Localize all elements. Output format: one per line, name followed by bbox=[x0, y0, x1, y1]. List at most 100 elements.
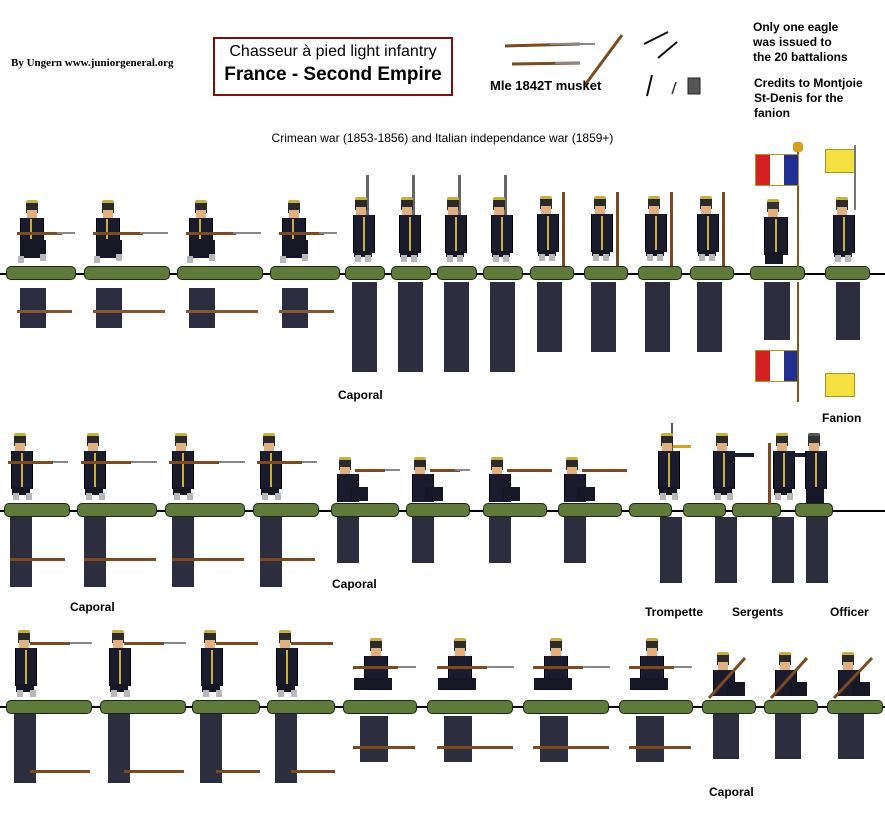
fanion-flag bbox=[825, 149, 855, 173]
figure-base bbox=[192, 700, 260, 714]
soldier-charging bbox=[528, 638, 610, 700]
figure-reflection bbox=[489, 517, 511, 563]
musket-icon bbox=[707, 656, 747, 700]
officer bbox=[800, 433, 835, 505]
fanion-bearer bbox=[825, 145, 870, 267]
sergent bbox=[710, 433, 755, 505]
figure-base bbox=[437, 266, 477, 280]
musket-icon bbox=[504, 31, 701, 97]
figure-reflection bbox=[836, 282, 860, 340]
soldier-advancing bbox=[181, 200, 261, 266]
figure-reflection bbox=[200, 713, 222, 783]
label-trompette: Trompette bbox=[645, 605, 704, 619]
musket-reflection bbox=[84, 558, 156, 561]
figure-reflection bbox=[108, 713, 130, 783]
figure-reflection bbox=[88, 280, 165, 346]
soldier-standing-ready bbox=[8, 433, 68, 505]
credits-note-line: fanion bbox=[754, 106, 790, 120]
soldier-standing-ready bbox=[81, 433, 157, 505]
credits-note-line: Credits to Montjoie bbox=[754, 76, 863, 90]
figure-base bbox=[584, 266, 628, 280]
soldier-kneeling-aim bbox=[487, 457, 552, 505]
figure-reflection bbox=[713, 713, 739, 759]
title-line-1: Chasseur à pied light infantry bbox=[229, 43, 437, 60]
figure-base bbox=[732, 503, 781, 517]
soldier-charging bbox=[348, 638, 416, 700]
figure-reflection bbox=[660, 517, 682, 583]
soldier-shoulder-arms bbox=[396, 175, 426, 267]
eagle-bearer bbox=[755, 142, 810, 268]
credits-note: Credits to Montjoie St-Denis for the fan… bbox=[754, 76, 863, 121]
figure-base bbox=[253, 503, 319, 517]
tricolour-flag bbox=[755, 154, 799, 186]
musket-reflection bbox=[437, 746, 513, 749]
soldier-kneeling-load bbox=[830, 652, 882, 702]
figure-reflection bbox=[260, 517, 282, 587]
figure-reflection bbox=[444, 282, 469, 372]
figure-base bbox=[827, 700, 883, 714]
musket-reflection bbox=[124, 770, 184, 773]
figure-reflection bbox=[360, 716, 388, 762]
figure-reflection bbox=[775, 713, 801, 759]
trumpet-icon bbox=[673, 445, 691, 448]
figure-base bbox=[483, 266, 523, 280]
soldier-standing-aim bbox=[273, 630, 335, 702]
soldier-advancing bbox=[88, 200, 168, 266]
figure-reflection bbox=[274, 280, 334, 346]
figure-base bbox=[345, 266, 385, 280]
soldier-kneeling-load bbox=[767, 652, 817, 702]
soldier-shoulder-arms bbox=[488, 175, 518, 267]
musket-reflection bbox=[533, 746, 609, 749]
soldier-standing-ready bbox=[169, 433, 245, 505]
figure-reflection bbox=[564, 517, 586, 563]
figure-base bbox=[702, 700, 756, 714]
figure-base bbox=[177, 266, 263, 280]
sergent bbox=[764, 433, 824, 505]
figure-base bbox=[690, 266, 734, 280]
musket-reflection bbox=[172, 558, 244, 561]
figure-base bbox=[391, 266, 431, 280]
figure-base bbox=[267, 700, 335, 714]
figure-base bbox=[6, 266, 76, 280]
eagle-note-line: was issued to bbox=[753, 35, 832, 49]
figure-reflection bbox=[10, 517, 32, 587]
figure-base bbox=[165, 503, 245, 517]
musket-reflection bbox=[629, 746, 691, 749]
figure-base bbox=[530, 266, 574, 280]
trumpeter bbox=[655, 423, 695, 505]
soldier-kneeling-aim bbox=[410, 457, 470, 505]
musket-reflection bbox=[260, 558, 315, 561]
title-box: Chasseur à pied light infantry France - … bbox=[213, 37, 453, 96]
figure-base bbox=[619, 700, 693, 714]
figure-base bbox=[523, 700, 609, 714]
figure-base bbox=[750, 266, 805, 280]
figure-reflection bbox=[645, 282, 670, 352]
figure-base bbox=[795, 503, 833, 517]
eagle-note-line: the 20 battalions bbox=[753, 50, 848, 64]
label-sergents: Sergents bbox=[732, 605, 784, 619]
figure-base bbox=[825, 266, 870, 280]
soldier-order-arms bbox=[642, 192, 682, 267]
figure-base bbox=[427, 700, 513, 714]
flagpole-reflection bbox=[797, 282, 799, 402]
soldier-order-arms bbox=[694, 192, 734, 267]
figure-reflection bbox=[697, 282, 722, 352]
title-line-2: France - Second Empire bbox=[224, 64, 442, 85]
label-caporal: Caporal bbox=[338, 388, 383, 402]
soldier-shoulder-arms bbox=[350, 175, 380, 267]
figure-reflection bbox=[715, 517, 737, 583]
figure-reflection bbox=[84, 517, 106, 587]
figure-reflection bbox=[181, 280, 258, 346]
figure-reflection bbox=[12, 280, 72, 346]
soldier-order-arms bbox=[588, 192, 628, 267]
figure-reflection bbox=[838, 713, 864, 759]
figure-reflection bbox=[772, 517, 794, 583]
label-caporal: Caporal bbox=[70, 600, 115, 614]
label-caporal: Caporal bbox=[709, 785, 754, 799]
label-officer: Officer bbox=[830, 605, 869, 619]
soldier-kneeling-load bbox=[705, 652, 755, 702]
musket-reflection bbox=[30, 770, 90, 773]
figure-base bbox=[331, 503, 399, 517]
musket-reflection bbox=[10, 558, 65, 561]
figure-reflection bbox=[636, 716, 664, 762]
